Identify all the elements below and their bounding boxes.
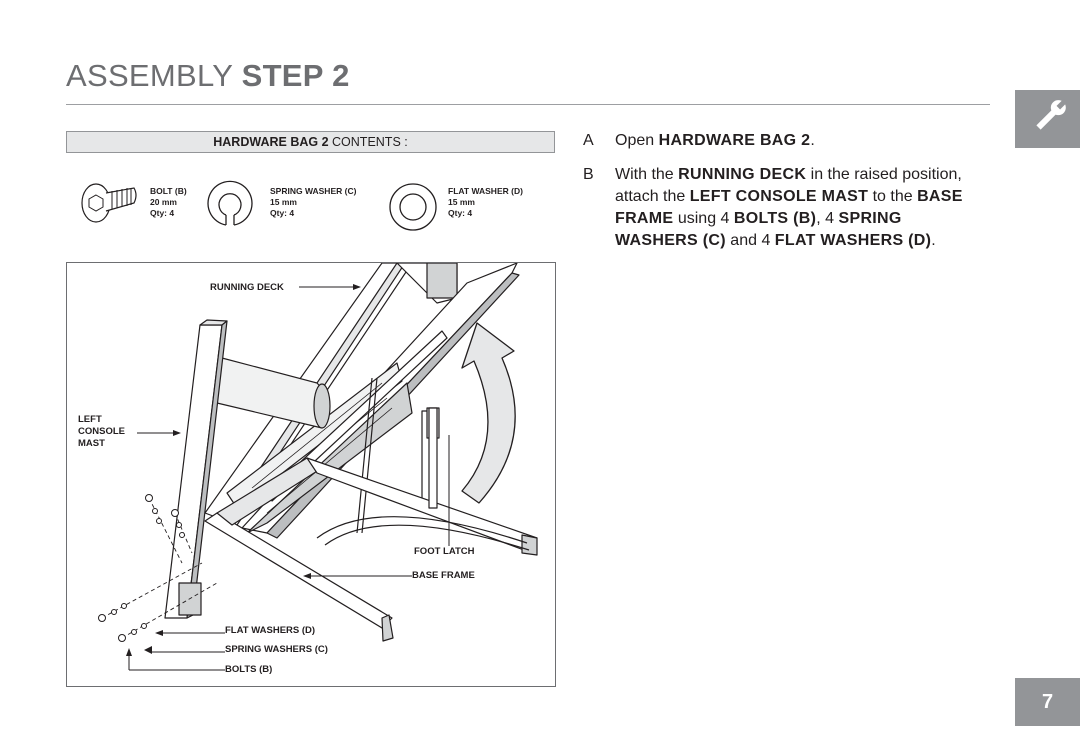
treadmill-illustration <box>98 263 538 671</box>
step-a: A Open HARDWARE BAG 2. <box>583 132 815 149</box>
assembly-diagram: RUNNING DECK LEFT CONSOLE MAST FOOT LATC… <box>66 262 556 687</box>
page-number: 7 <box>1015 678 1080 726</box>
label-running-deck: RUNNING DECK <box>210 282 284 293</box>
instruction-steps: A Open HARDWARE BAG 2. B With the RUNNIN… <box>583 130 983 259</box>
bolt-illustration <box>81 183 137 223</box>
label-left-console-mast: LEFT CONSOLE MAST <box>78 414 125 449</box>
page-title: ASSEMBLY STEP 2 <box>66 58 350 93</box>
flat-washer-illustration <box>389 183 437 231</box>
title-rule <box>66 104 990 105</box>
spring-washer-illustration <box>207 180 253 226</box>
hardware-bag-header: HARDWARE BAG 2 CONTENTS : <box>66 131 555 153</box>
section-tab <box>1015 90 1080 148</box>
label-flat-washers: FLAT WASHERS (D) <box>225 625 316 636</box>
label-spring-washers: SPRING WASHERS (C) <box>225 644 328 655</box>
step-b: B With the RUNNING DECK in the raised po… <box>583 166 963 249</box>
label-foot-latch: FOOT LATCH <box>414 546 475 557</box>
label-base-frame: BASE FRAME <box>412 570 475 581</box>
wrench-icon <box>1036 98 1068 130</box>
label-bolts: BOLTS (B) <box>225 664 273 675</box>
